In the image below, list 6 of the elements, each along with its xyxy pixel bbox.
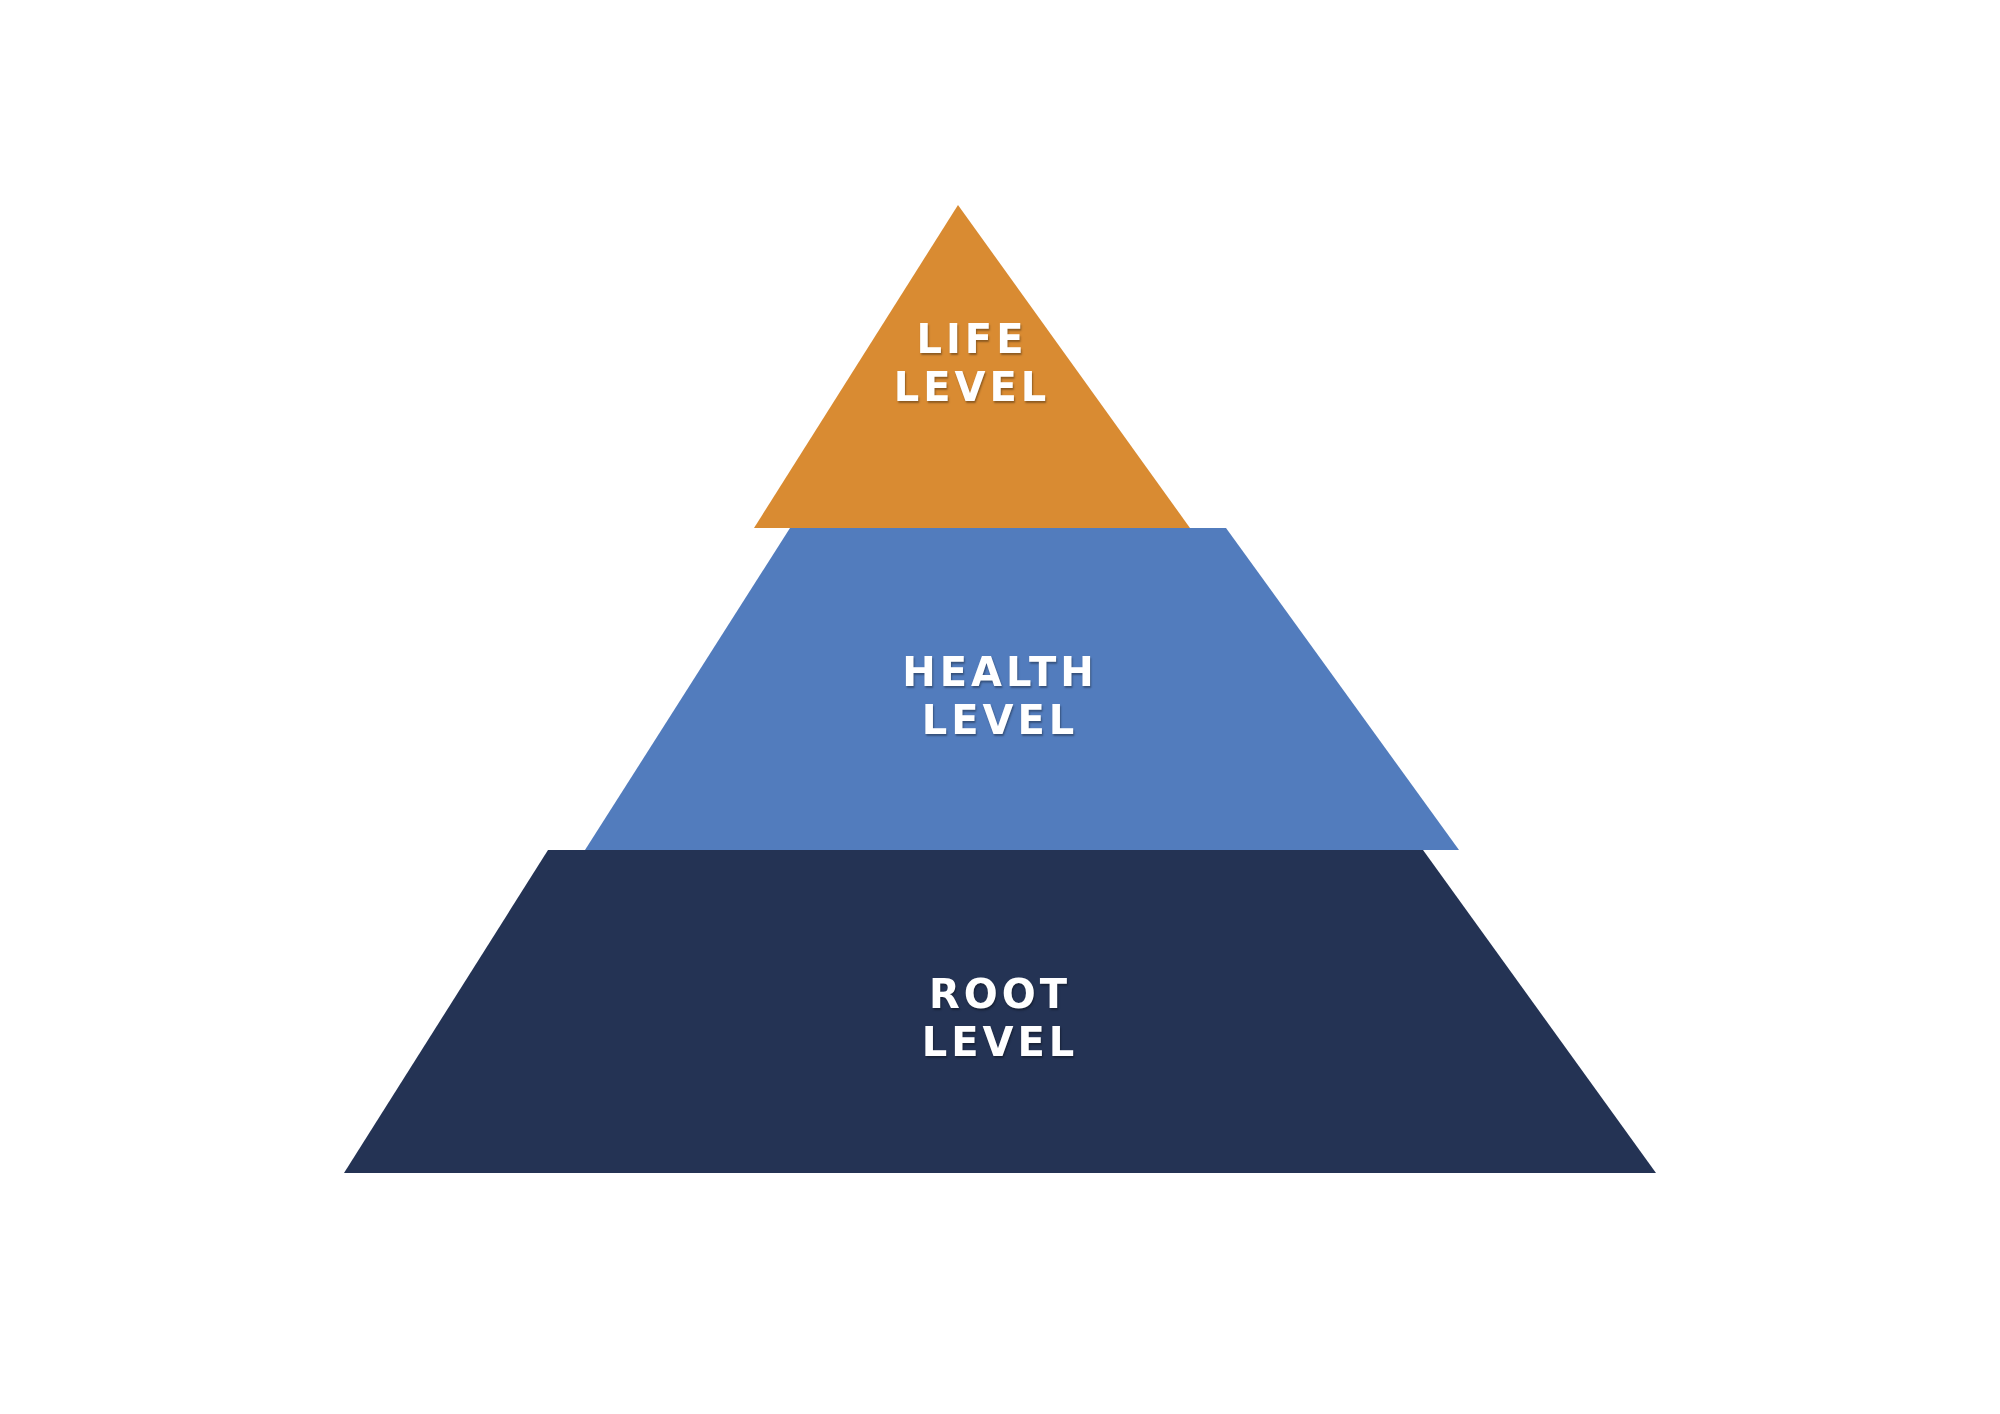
tier-label: ROOT LEVEL	[920, 970, 1080, 1066]
tier-label: LIFE LEVEL	[892, 315, 1052, 411]
tier-label: HEALTH LEVEL	[901, 648, 1099, 744]
pyramid-tier	[344, 850, 1656, 1173]
pyramid-tier	[754, 205, 1190, 528]
pyramid-tier	[585, 528, 1459, 850]
